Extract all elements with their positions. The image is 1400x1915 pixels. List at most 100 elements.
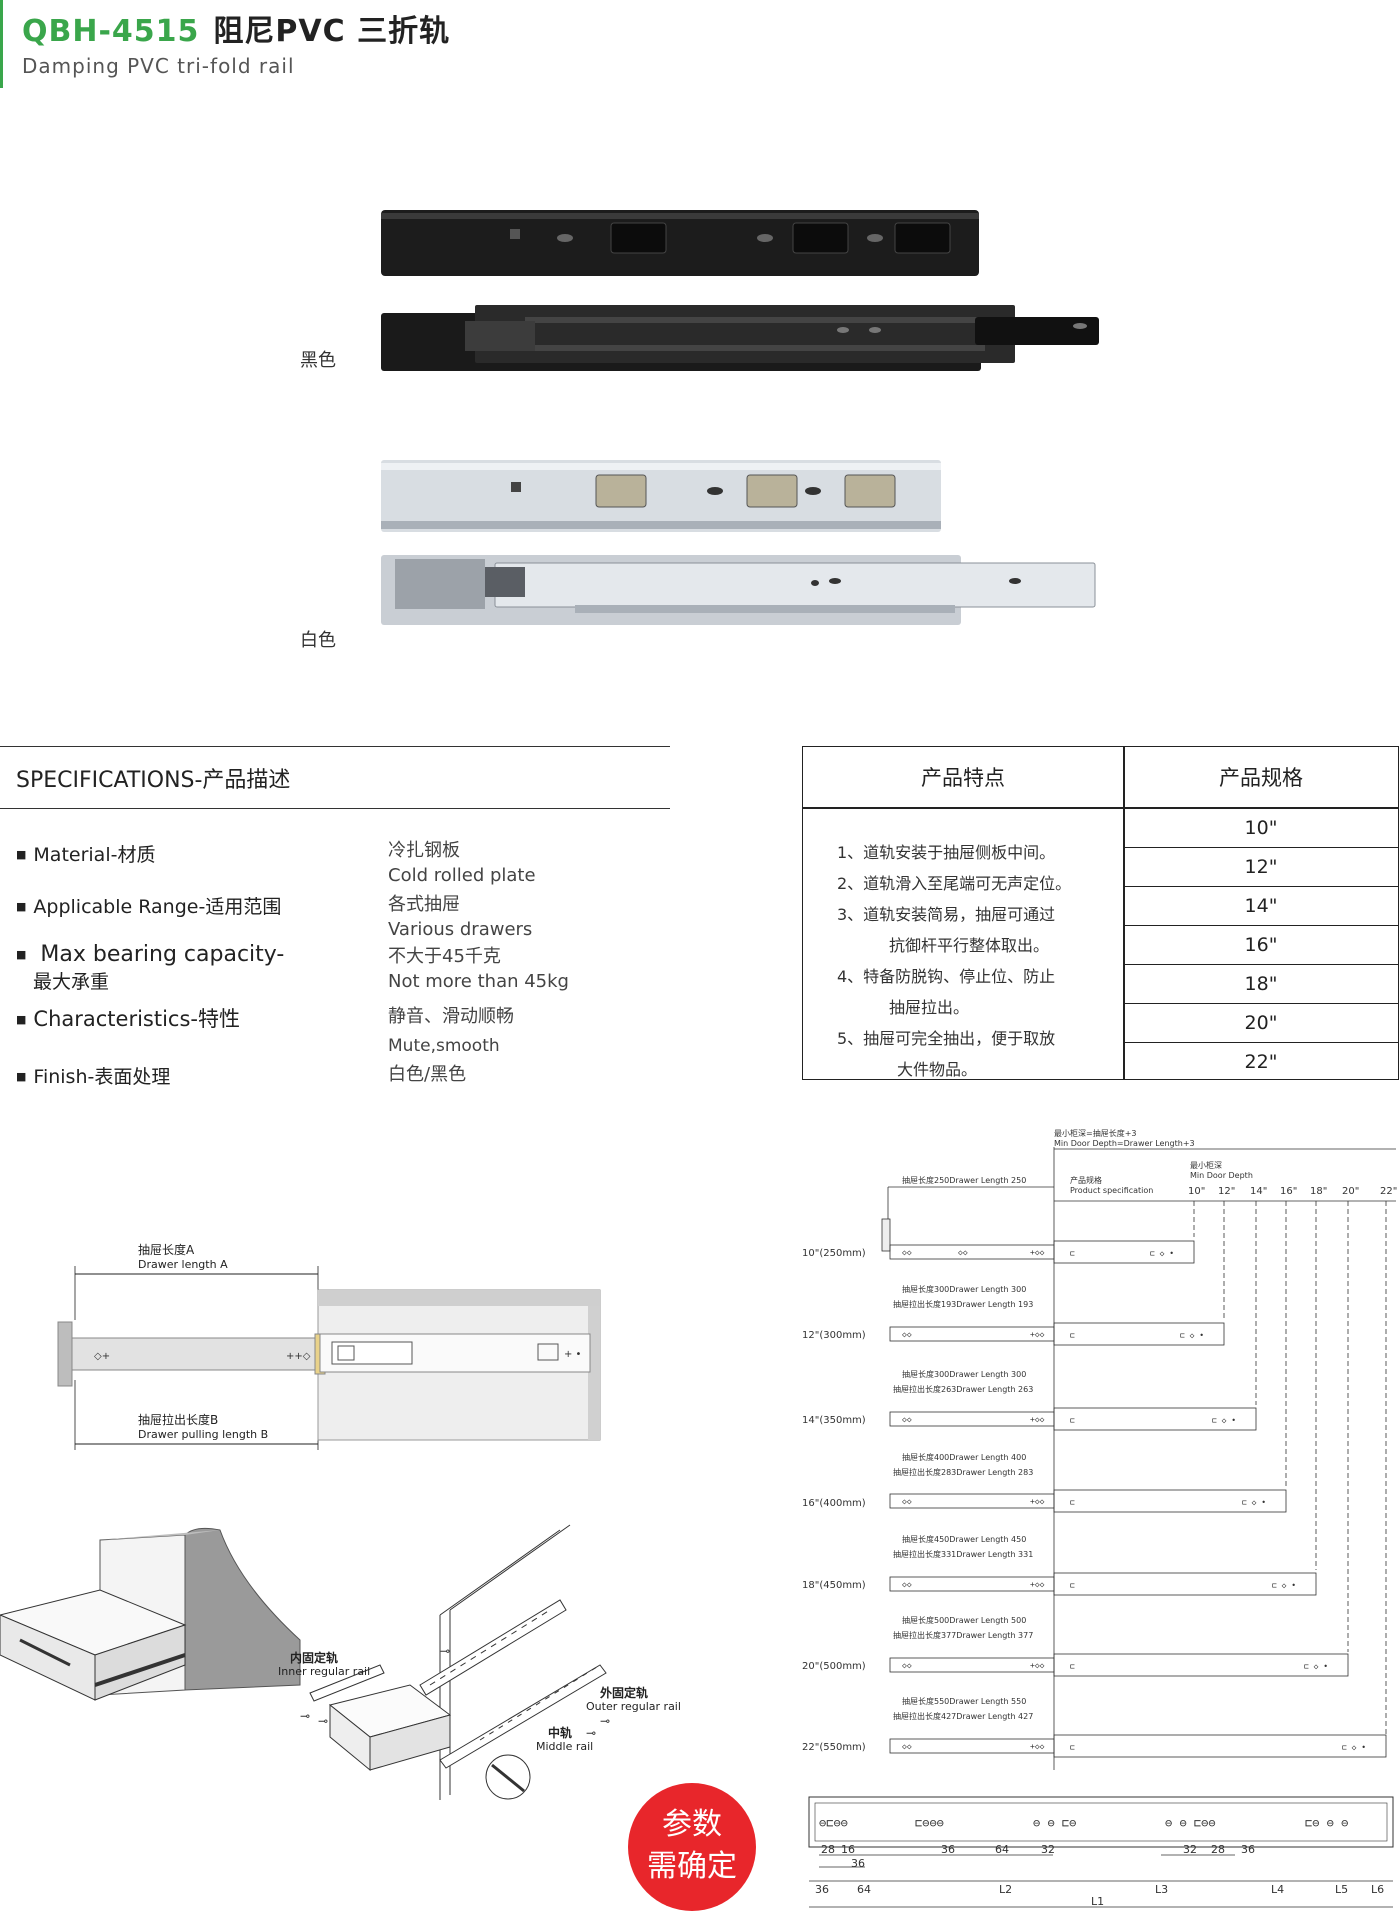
drawer-length-caption: 抽屉长度550Drawer Length 550 [902, 1696, 1026, 1706]
svg-text:⊏ ◇ •: ⊏ ◇ • [1242, 1498, 1266, 1507]
svg-text:⊏ ◇ •: ⊏ ◇ • [1342, 1743, 1366, 1752]
dim-bottom: L6 [1371, 1883, 1384, 1896]
dim-top: 64 [995, 1843, 1009, 1856]
svg-text:⊏: ⊏ [1070, 1662, 1075, 1671]
hole-dimension-diagram: ⊖⊏⊖⊖ ⊏⊖⊖⊖ ⊖ ⊖ ⊏⊖ ⊖ ⊖ ⊏⊖⊖ ⊏⊖ ⊖ ⊖ 28 16 36… [808, 1796, 1394, 1908]
drawer-length-caption: 抽屉长度300Drawer Length 300 [902, 1369, 1026, 1379]
feature-line: 3、道轨安装简易，抽屉可通过 [837, 905, 1056, 924]
feature-line: 2、道轨滑入至尾端可无声定位。 [837, 874, 1072, 893]
min-door-label-cn: 最小柜深 [1190, 1160, 1222, 1170]
dim-bottom: L5 [1335, 1883, 1348, 1896]
black-rail-photo [381, 210, 1099, 371]
inner-rail-label-cn: 内固定轨 [290, 1650, 338, 1665]
svg-text:⊏ ◇ •: ⊏ ◇ • [1150, 1249, 1174, 1258]
dim-top: 28 [821, 1843, 835, 1856]
pull-length-caption: 抽屉拉出长度193Drawer Length 193 [893, 1299, 1033, 1309]
pull-length-caption: 抽屉拉出长度377Drawer Length 377 [893, 1630, 1033, 1640]
size-cell: 20" [1124, 1004, 1398, 1043]
drawer-length-caption: 抽屉长度400Drawer Length 400 [902, 1452, 1026, 1462]
table-divider-horizontal [803, 807, 1398, 809]
svg-text:⊏ ◇ •: ⊏ ◇ • [1180, 1331, 1204, 1340]
white-rail-photo [381, 460, 1096, 625]
spec-heading: SPECIFICATIONS-产品描述 [16, 768, 291, 793]
outer-rail-label-en: Outer regular rail [586, 1700, 681, 1713]
spec-value-characteristics: 静音、滑动顺畅 Mute,smooth [388, 1004, 514, 1059]
feature-table: 产品特点 产品规格 1、道轨安装于抽屉侧板中间。 2、道轨滑入至尾端可无声定位。… [802, 746, 1399, 1080]
size-cell: 14" [1124, 887, 1398, 926]
svg-text:◇◇: ◇◇ [902, 1330, 912, 1339]
size-row-label: 12"(300mm) [802, 1330, 866, 1341]
svg-text:+◇◇: +◇◇ [1030, 1330, 1045, 1339]
drawer-length-diagram: 抽屉长度A Drawer length A 抽屉拉出长度B Drawer pul… [57, 1242, 601, 1450]
feature-line: 4、特备防脱钩、停止位、防止 [837, 967, 1056, 986]
spec-value-material: 冷扎钢板 Cold rolled plate [388, 838, 536, 888]
size-cell: 22" [1244, 1051, 1278, 1073]
size-row-label: 16"(400mm) [802, 1498, 866, 1509]
feature-line: 1、道轨安装于抽屉侧板中间。 [837, 843, 1056, 862]
size-tick: 18" [1310, 1186, 1327, 1197]
svg-text:◇◇: ◇◇ [902, 1661, 912, 1670]
svg-text:++◇: ++◇ [286, 1351, 311, 1362]
drawer-length-caption: 抽屉长度500Drawer Length 500 [902, 1615, 1026, 1625]
spec-label-characteristics: Characteristics-特性 [16, 1003, 240, 1033]
svg-text:⊏: ⊏ [1070, 1581, 1075, 1590]
svg-text:⊏: ⊏ [1070, 1249, 1075, 1258]
spec-value-material-cn: 冷扎钢板 [388, 840, 460, 861]
feature-line: 5、抽屉可完全抽出，便于取放 [837, 1029, 1056, 1048]
svg-text:◇◇: ◇◇ [902, 1415, 912, 1424]
svg-text:⊸: ⊸ [440, 1644, 450, 1658]
size-tick: 10" [1188, 1186, 1205, 1197]
svg-text:+◇◇: +◇◇ [1030, 1580, 1045, 1589]
spec-value-finish: 白色/黑色 [388, 1064, 467, 1085]
size-chart-diagram: 最小柜深=抽屉长度+3 Min Door Depth=Drawer Length… [802, 1128, 1397, 1770]
pull-length-caption: 抽屉拉出长度427Drawer Length 427 [893, 1711, 1033, 1721]
table-divider-vertical [1123, 747, 1125, 1079]
size-row-label: 18"(450mm) [802, 1580, 866, 1591]
spec-top-rule [0, 746, 670, 747]
pull-length-caption: 抽屉拉出长度283Drawer Length 283 [893, 1467, 1033, 1477]
feature-list: 1、道轨安装于抽屉侧板中间。 2、道轨滑入至尾端可无声定位。 3、道轨安装简易，… [803, 809, 1123, 1079]
svg-text:◇◇: ◇◇ [958, 1248, 968, 1257]
size-row-label: 22"(550mm) [802, 1742, 866, 1753]
size-cell: 10" [1124, 809, 1398, 848]
dim-top: 32 [1041, 1843, 1055, 1856]
feature-line: 抗御杆平行整体取出。 [889, 936, 1050, 955]
svg-text:+◇◇: +◇◇ [1030, 1415, 1045, 1424]
spec-value-range: 各式抽屉 Various drawers [388, 892, 532, 942]
svg-text:◇◇: ◇◇ [902, 1580, 912, 1589]
dim-mid: 36 [851, 1857, 865, 1870]
black-color-label: 黑色 [300, 350, 336, 371]
size-tick: 16" [1280, 1186, 1297, 1197]
spec-label-en: Product specification [1070, 1186, 1153, 1195]
table-header-sizes: 产品规格 [1219, 766, 1303, 790]
spec-value-characteristics-en: Mute,smooth [388, 1036, 500, 1056]
dim-top: 16 [841, 1843, 855, 1856]
length-a-label-en: Drawer length A [138, 1258, 228, 1271]
header-accent-bar [0, 0, 3, 88]
length-b-label-en: Drawer pulling length B [138, 1428, 268, 1441]
parameter-confirm-badge: 参数 需确定 [628, 1783, 756, 1911]
page-subtitle: Damping PVC tri-fold rail [22, 54, 295, 78]
spec-label-capacity-cn: 最大承重 [33, 971, 110, 993]
svg-text:◇◇: ◇◇ [902, 1742, 912, 1751]
middle-rail-label-en: Middle rail [536, 1740, 593, 1753]
pull-length-caption: 抽屉拉出长度331Drawer Length 331 [893, 1549, 1033, 1559]
svg-text:⊖ ⊖ ⊏⊖⊖: ⊖ ⊖ ⊏⊖⊖ [1165, 1816, 1216, 1830]
drawer-length-caption: 抽屉长度250Drawer Length 250 [902, 1175, 1026, 1185]
size-tick: 20" [1342, 1186, 1359, 1197]
spec-label-cn: 产品规格 [1070, 1175, 1102, 1185]
svg-text:⊏: ⊏ [1070, 1331, 1075, 1340]
spec-value-material-en: Cold rolled plate [388, 865, 536, 886]
svg-text:⊏⊖⊖⊖: ⊏⊖⊖⊖ [915, 1816, 944, 1830]
spec-label-material: Material-材质 [16, 840, 155, 867]
size-cell: 12" [1124, 848, 1398, 887]
svg-text:⊸: ⊸ [600, 1714, 610, 1728]
spec-label-capacity-en: Max bearing capacity- [40, 942, 285, 967]
spec-bottom-rule [0, 808, 670, 809]
svg-text:⊸: ⊸ [586, 1726, 596, 1740]
min-cabinet-label-en: Min Door Depth=Drawer Length+3 [1054, 1139, 1195, 1148]
spec-value-capacity-en: Not more than 45kg [388, 971, 569, 992]
svg-text:+ •: + • [564, 1349, 581, 1360]
svg-text:◇◇: ◇◇ [902, 1497, 912, 1506]
